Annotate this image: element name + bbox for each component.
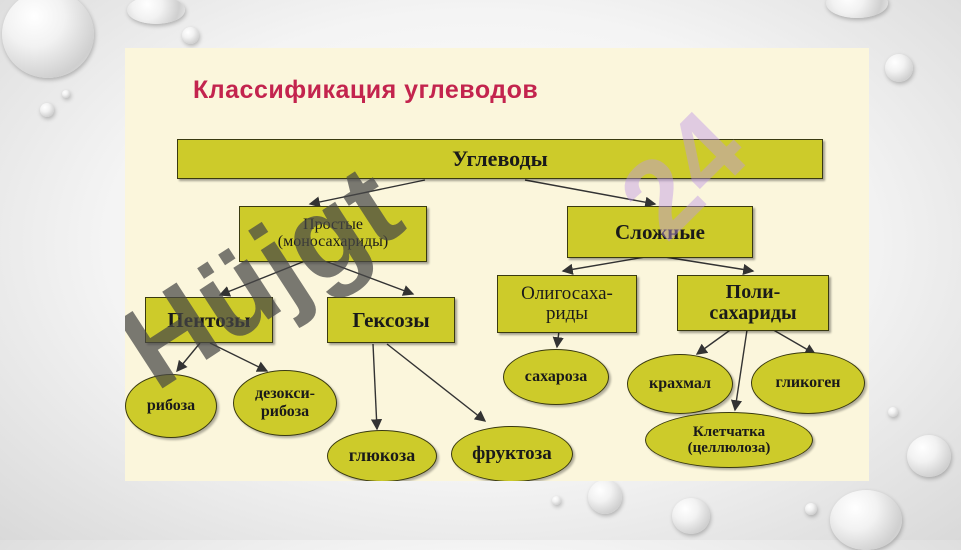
node-starch: крахмал: [627, 354, 733, 414]
node-glucose: глюкоза: [327, 430, 437, 481]
water-drop-decoration: [2, 0, 94, 78]
node-cellulose: Клетчатка (целлюлоза): [645, 412, 813, 468]
node-deoxyribose-line2: рибоза: [260, 403, 310, 420]
water-drop-decoration: [805, 503, 817, 515]
node-fructose: фруктоза: [451, 426, 573, 481]
node-complex-label: Сложные: [615, 219, 705, 244]
node-oligosaccharides: Олигосаха- риды: [497, 275, 637, 333]
water-drop-decoration: [907, 435, 951, 477]
water-drop-decoration: [830, 490, 902, 550]
node-oligosaccharides-line2: риды: [545, 303, 589, 324]
node-hexoses-label: Гексозы: [352, 307, 430, 332]
water-drop-decoration: [888, 407, 898, 417]
node-simple: Простые (моносахариды): [239, 206, 427, 262]
node-polysaccharides-line1: Поли-: [725, 281, 781, 303]
node-simple-line2: (моносахариды): [277, 233, 389, 250]
node-glycogen: гликоген: [751, 352, 865, 414]
node-ribose: рибоза: [125, 374, 217, 438]
node-fructose-label: фруктоза: [472, 442, 552, 464]
node-hexoses: Гексозы: [327, 297, 455, 343]
water-drop-decoration: [127, 0, 185, 24]
water-drop-decoration: [826, 0, 888, 18]
water-drop-decoration: [62, 90, 70, 98]
node-pentoses-label: Пентозы: [167, 307, 251, 332]
node-glucose-label: глюкоза: [348, 445, 416, 466]
node-carbohydrates-label: Углеводы: [452, 146, 548, 172]
water-drop-decoration: [672, 498, 710, 534]
node-sucrose-label: сахароза: [524, 368, 588, 386]
node-oligosaccharides-line1: Олигосаха-: [521, 283, 613, 305]
carbohydrate-classification-diagram: Классификация углеводов Углеводы Простые…: [125, 48, 869, 481]
node-ribose-label: рибоза: [146, 397, 196, 415]
node-cellulose-line2: (целлюлоза): [687, 440, 771, 456]
node-complex: Сложные: [567, 206, 753, 258]
node-cellulose-line1: Клетчатка: [692, 423, 766, 440]
node-deoxyribose: дезокси- рибоза: [233, 370, 337, 436]
connector-arrows: [176, 179, 817, 431]
node-polysaccharides-line2: сахариды: [709, 302, 797, 324]
node-starch-label: крахмал: [648, 375, 712, 393]
node-sucrose: сахароза: [503, 349, 609, 405]
node-glycogen-label: гликоген: [775, 374, 841, 392]
node-deoxyribose-line1: дезокси-: [255, 385, 315, 403]
node-pentoses: Пентозы: [145, 297, 273, 343]
water-drop-decoration: [182, 27, 199, 44]
water-drop-decoration: [40, 103, 54, 117]
node-carbohydrates: Углеводы: [177, 139, 823, 179]
water-drop-decoration: [552, 496, 561, 505]
node-simple-line1: Простые: [303, 216, 363, 234]
water-drop-decoration: [588, 480, 622, 514]
water-drop-decoration: [885, 54, 913, 82]
diagram-title: Классификация углеводов: [193, 76, 539, 104]
node-polysaccharides: Поли- сахариды: [677, 275, 829, 331]
